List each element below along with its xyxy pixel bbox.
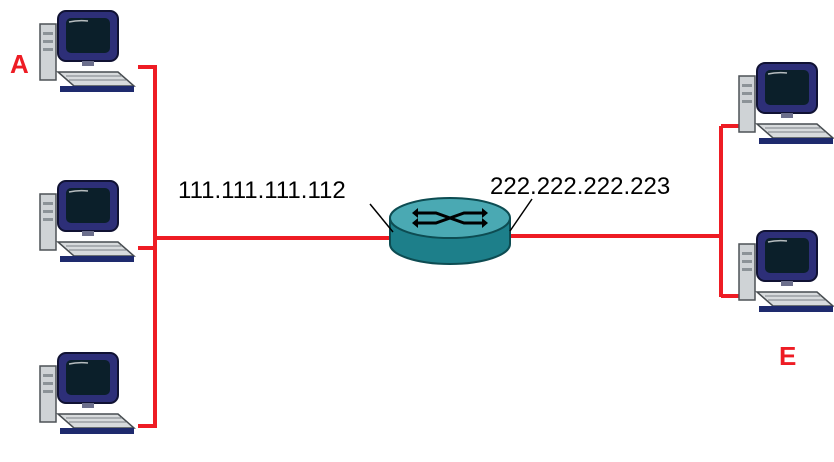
router-icon: [389, 197, 511, 265]
left-interface-leader-line: [369, 203, 394, 233]
desktop-computer-icon: [39, 10, 135, 93]
right-interface-ip-label: 222.222.222.223: [490, 173, 670, 200]
left-interface-ip-label: 111.111.111.112: [178, 177, 346, 204]
host-e-label: E: [779, 341, 796, 371]
right-network-links: [510, 124, 744, 298]
desktop-computer-icon: [39, 180, 135, 263]
desktop-computer-icon: [738, 230, 834, 313]
desktop-computer-icon: [738, 62, 834, 145]
desktop-computer-icon: [39, 352, 135, 435]
right-interface-leader-line: [509, 198, 533, 232]
left-network-links: [138, 65, 398, 428]
host-a-label: A: [10, 49, 29, 79]
